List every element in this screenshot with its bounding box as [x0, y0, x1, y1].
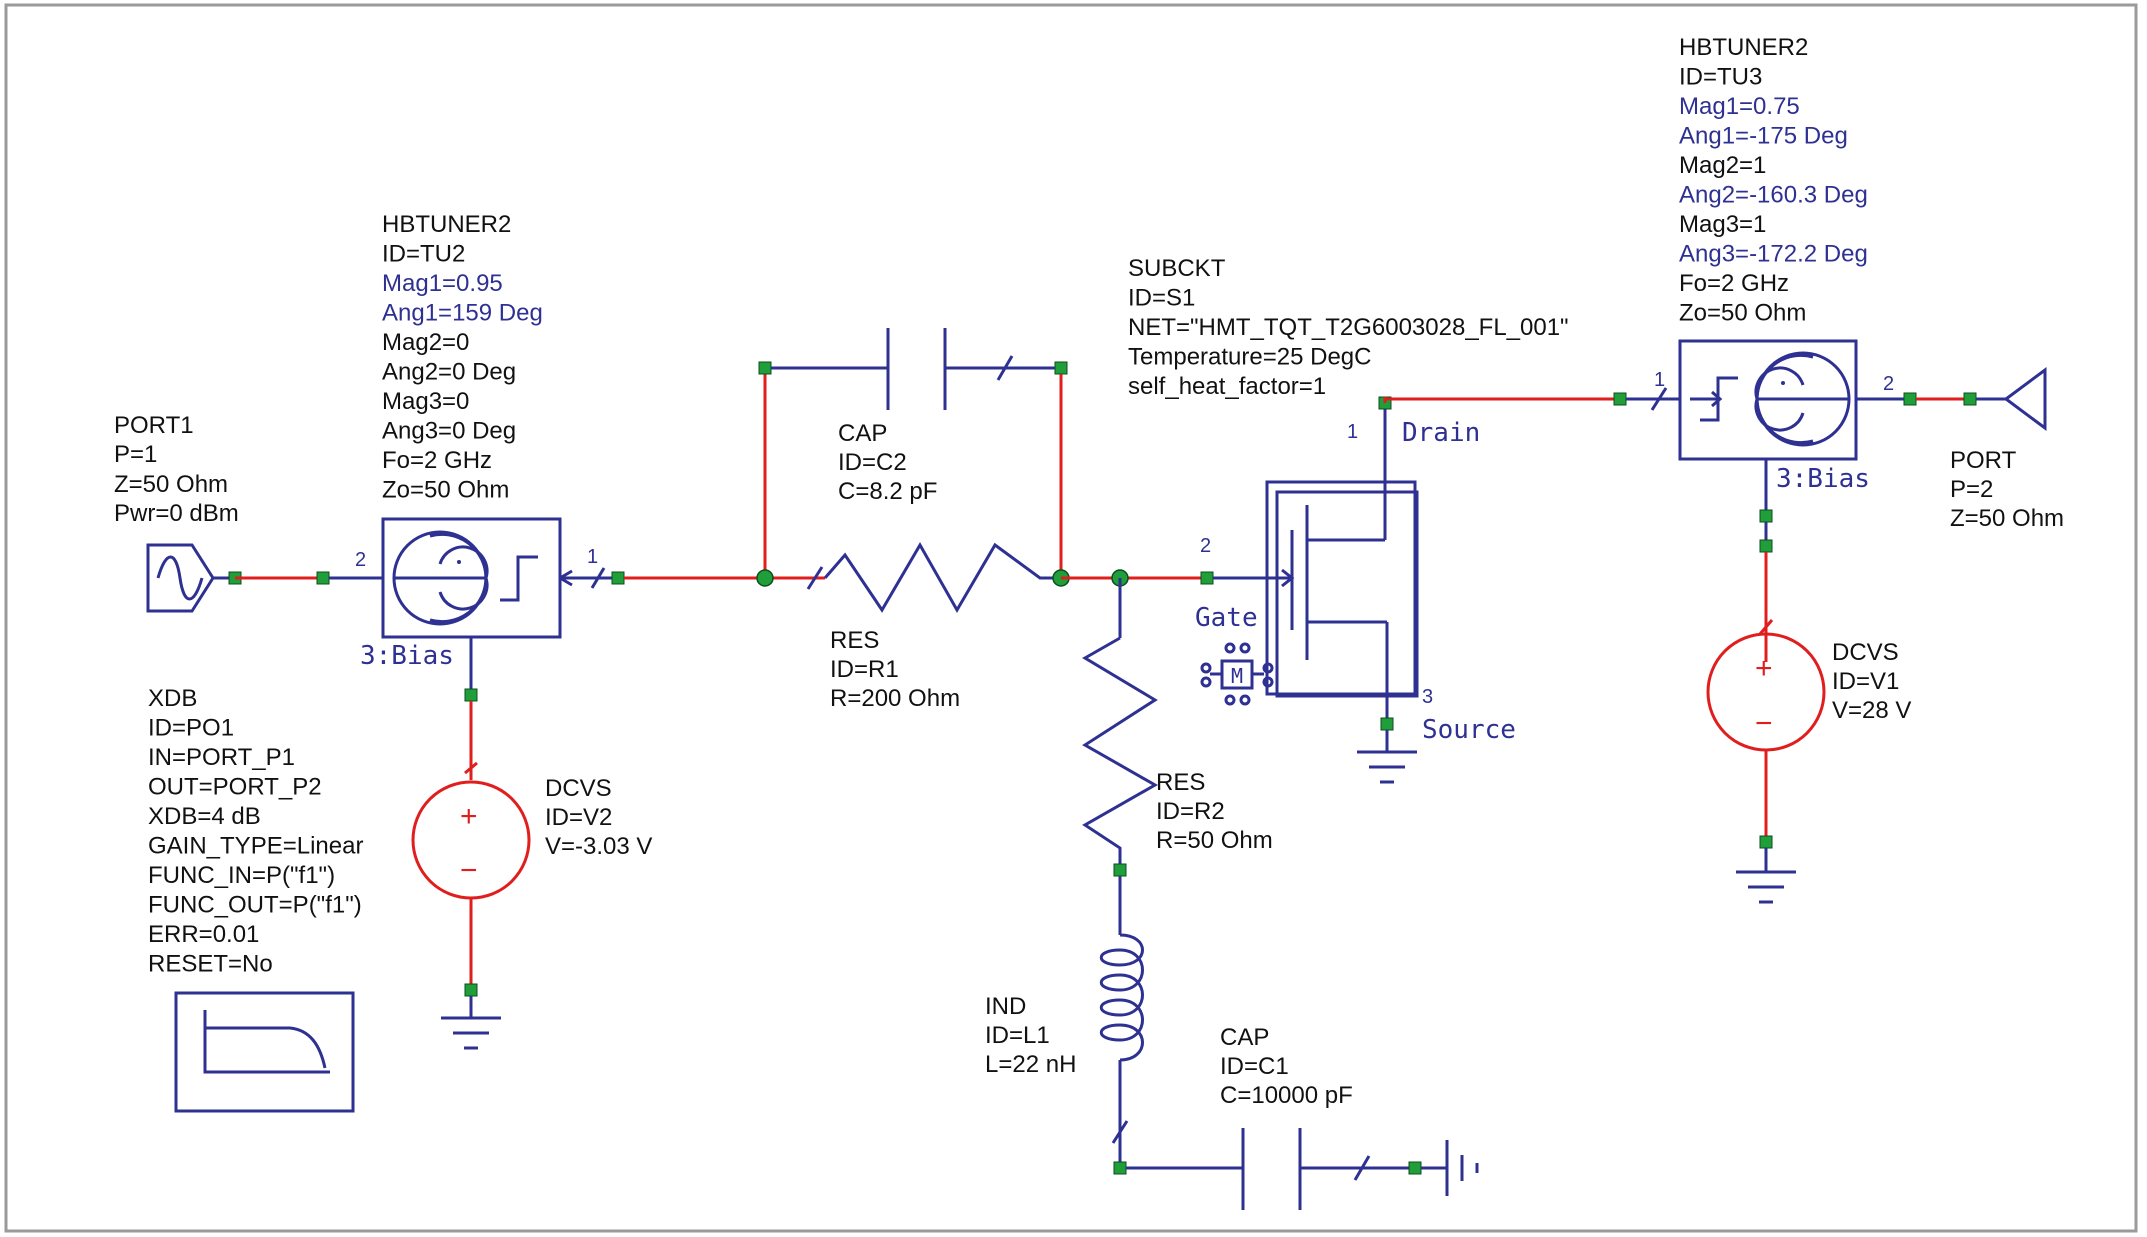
junction-node-a	[756, 569, 774, 587]
s1-source-label: Source	[1422, 715, 1516, 745]
tu2-pin2: 2	[355, 549, 366, 571]
tu3-bias-label: 3:Bias	[1776, 464, 1870, 494]
v2-plus-sign: +	[460, 800, 478, 833]
cap-c1-symbol	[1126, 1128, 1479, 1210]
tuner-tu3-symbol	[1613, 339, 2047, 523]
ind-l1-symbol	[1099, 876, 1144, 1175]
dcvs-v2-symbol	[411, 701, 531, 1050]
cap-c2-symbol	[758, 328, 1068, 578]
subckt-s1-symbol	[1200, 396, 1419, 784]
s1-gate-label: Gate	[1195, 603, 1258, 633]
v2-minus-sign: −	[460, 854, 478, 887]
tu3-pin1: 1	[1654, 369, 1665, 391]
xdb-measurement-symbol	[174, 991, 355, 1113]
tu2-pin1: 1	[587, 546, 598, 568]
s1-pin3: 3	[1422, 686, 1433, 708]
res-r1-symbol	[806, 541, 1061, 614]
tuner-tu2-symbol	[316, 517, 625, 702]
v1-minus-sign: −	[1755, 707, 1773, 740]
tu3-pin2: 2	[1883, 373, 1894, 395]
res-r2-symbol	[1082, 578, 1159, 877]
dcvs-v1-symbol	[1706, 522, 1826, 904]
port1-symbol	[146, 543, 242, 613]
meter-m-label: M	[1231, 664, 1243, 688]
s1-pin2: 2	[1200, 535, 1211, 557]
v1-plus-sign: +	[1755, 652, 1773, 685]
diagram-frame	[4, 3, 2138, 1233]
meter-m-icon	[1200, 642, 1274, 706]
s1-pin1: 1	[1347, 421, 1358, 443]
tu2-bias-label: 3:Bias	[360, 641, 454, 671]
s1-drain-label: Drain	[1402, 418, 1480, 448]
wire-drain-main	[1383, 397, 1620, 401]
